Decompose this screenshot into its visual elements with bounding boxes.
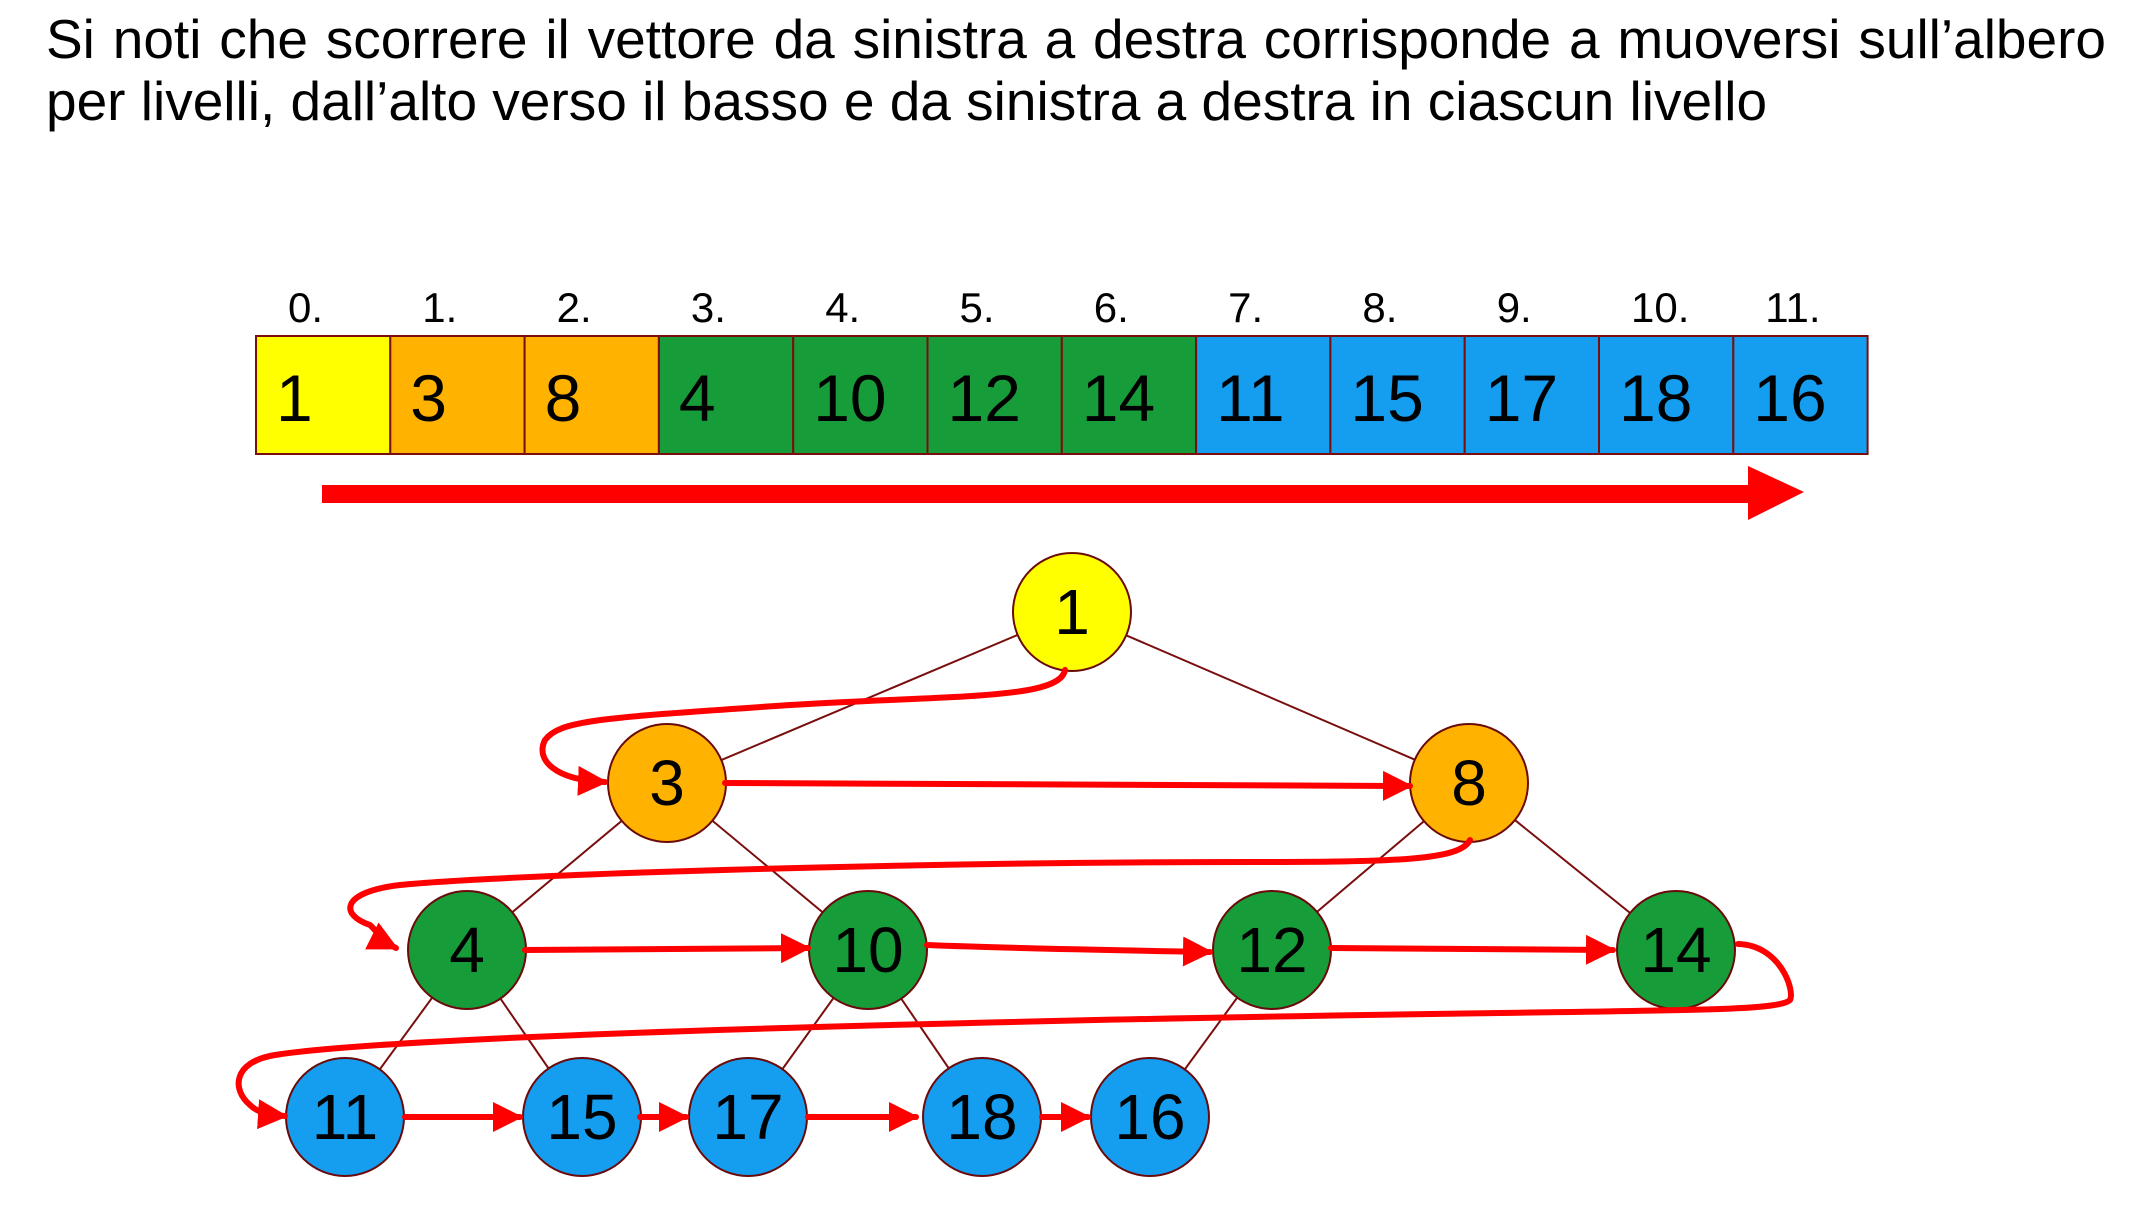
tree-node: 4 — [407, 890, 527, 1010]
array-cell: 11 — [1195, 335, 1332, 455]
tree-node-label: 3 — [649, 747, 685, 819]
array-cell-value: 4 — [679, 361, 716, 435]
tree-node-label: 8 — [1451, 747, 1487, 819]
array-cell-value: 8 — [545, 361, 582, 435]
tree-node: 10 — [808, 890, 928, 1010]
array-index-label: 5. — [960, 284, 995, 331]
traversal-arrow-4-to-10 — [522, 933, 811, 964]
array-cell: 3 — [389, 335, 526, 455]
tree-node-label: 16 — [1114, 1081, 1185, 1153]
array-index-label: 8. — [1362, 284, 1397, 331]
array-cell-value: 18 — [1619, 361, 1692, 435]
array-cell: 18 — [1598, 335, 1735, 455]
traversal-arrow-3-to-8 — [722, 770, 1413, 801]
array-index-label: 3. — [691, 284, 726, 331]
tree-node-label: 15 — [546, 1081, 617, 1153]
array-cell-value: 3 — [410, 361, 447, 435]
array-index-label: 7. — [1228, 284, 1263, 331]
array-cell: 15 — [1329, 335, 1466, 455]
array-cell: 1 — [255, 335, 392, 455]
array-index-label: 9. — [1497, 284, 1532, 331]
array-cell-box — [1463, 335, 1600, 455]
array-cell-value: 10 — [813, 361, 886, 435]
tree-node: 3 — [607, 723, 727, 843]
tree-node-label: 10 — [832, 914, 903, 986]
array-cell-box — [1195, 335, 1332, 455]
tree-node-label: 18 — [946, 1081, 1017, 1153]
tree-node-label: 12 — [1236, 914, 1307, 986]
array-cell-box — [255, 335, 392, 455]
traversal-arrow-14-to-11 — [235, 941, 1794, 1130]
scan-direction-arrow — [322, 466, 1804, 520]
tree-node-label: 1 — [1054, 576, 1090, 648]
description-text: Si noti che scorrere il vettore da sinis… — [46, 8, 2106, 132]
array-cell-value: 16 — [1753, 361, 1826, 435]
array-cell: 16 — [1732, 335, 1869, 455]
array-vector: 1 3 8 4 10 12 14 11 15 17 18 16 — [255, 335, 1869, 455]
array-index-label: 2. — [557, 284, 592, 331]
array-cell-value: 17 — [1485, 361, 1558, 435]
array-cell-value: 12 — [948, 361, 1021, 435]
array-index-labels: 0. 1. 2. 3. 4. 5. 6. 7. 8. 9. 10. 11. — [288, 284, 1821, 331]
tree-node-label: 4 — [449, 914, 485, 986]
array-cell-value: 15 — [1350, 361, 1423, 435]
traversal-arrow-1-to-3 — [539, 667, 1068, 796]
tree-node: 15 — [522, 1057, 642, 1177]
array-index-label: 1. — [422, 284, 457, 331]
tree-node: 1 — [1012, 552, 1132, 672]
tree-node-circle — [1012, 552, 1132, 672]
array-cell: 10 — [792, 335, 929, 455]
array-cell-box — [657, 335, 795, 455]
array-cell-box — [1732, 335, 1869, 455]
tree-node: 16 — [1090, 1057, 1210, 1177]
array-cell: 8 — [523, 335, 660, 455]
array-cell-box — [792, 335, 929, 455]
array-cell: 17 — [1463, 335, 1600, 455]
array-index-label: 0. — [288, 284, 323, 331]
traversal-arrow-12-to-14 — [1328, 934, 1616, 965]
traversal-arrow-8-to-4 — [347, 837, 1473, 951]
traversal-arrow-10-to-12 — [924, 936, 1213, 967]
tree-node: 11 — [285, 1057, 405, 1177]
tree-node-label: 17 — [712, 1081, 783, 1153]
array-cell-value: 14 — [1082, 361, 1155, 435]
tree-node: 12 — [1212, 890, 1332, 1010]
array-index-label: 4. — [825, 284, 860, 331]
array-index-label: 11. — [1765, 284, 1820, 331]
tree-node: 8 — [1409, 723, 1529, 843]
tree-node: 17 — [688, 1057, 808, 1177]
array-cell-value: 11 — [1216, 361, 1285, 435]
array-cell-box — [1598, 335, 1735, 455]
array-cell-value: 1 — [276, 361, 313, 435]
array-index-label: 6. — [1094, 284, 1129, 331]
array-cell: 12 — [926, 335, 1063, 455]
tree-node: 14 — [1616, 890, 1736, 1010]
tree-node-label: 11 — [312, 1081, 378, 1153]
array-cell-box — [1329, 335, 1466, 455]
array-cell-box — [926, 335, 1063, 455]
array-cell: 4 — [657, 335, 795, 455]
array-index-label: 10. — [1631, 284, 1689, 331]
tree-edge — [666, 611, 1073, 784]
tree-edge — [1071, 611, 1470, 784]
tree-node-label: 14 — [1640, 914, 1711, 986]
tree-node: 18 — [922, 1057, 1042, 1177]
level-order-traversal-arrows — [235, 667, 1794, 1132]
array-cell: 14 — [1060, 335, 1198, 455]
array-cell-box — [1060, 335, 1198, 455]
